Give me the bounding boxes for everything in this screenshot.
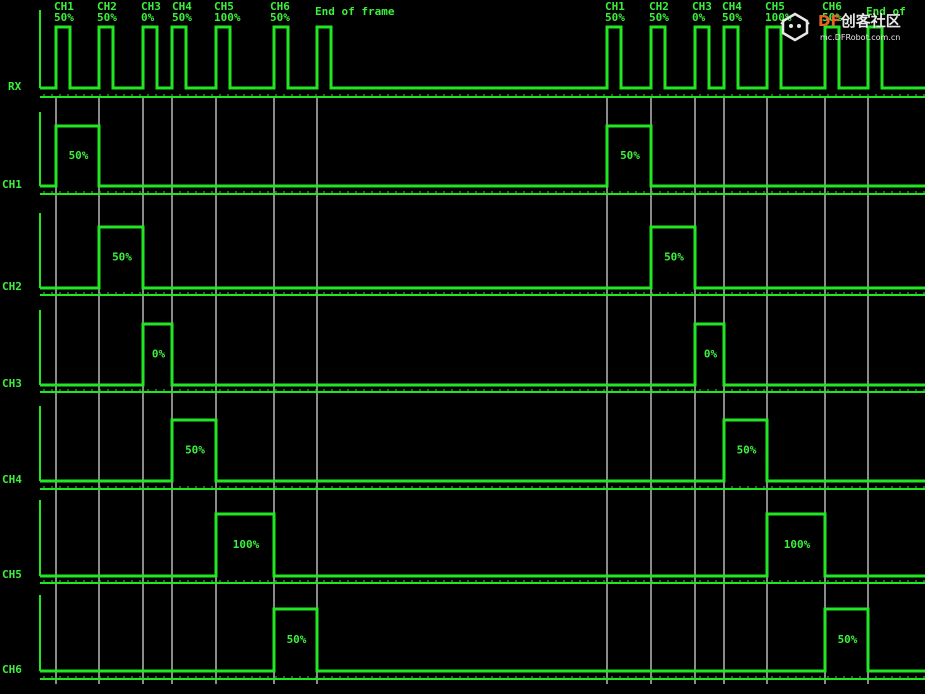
rx-header-percent: 50% xyxy=(605,11,625,24)
channel-label: CH4 xyxy=(2,473,22,486)
rx-header-channel: CH5 xyxy=(214,0,234,13)
rx-header-percent: 50% xyxy=(97,11,117,24)
rx-header-channel: CH1 xyxy=(605,0,625,13)
rx-waveform xyxy=(40,25,925,90)
pulse-percent-label: 50% xyxy=(737,444,757,457)
dfrobot-watermark: DF创客社区 mc.DFRobot.com.cn xyxy=(776,8,916,48)
rx-header-percent: 100% xyxy=(214,11,241,24)
rx-header-percent: 50% xyxy=(54,11,74,24)
rx-header-percent: 0% xyxy=(141,11,155,24)
rx-header-channel: CH1 xyxy=(54,0,74,13)
ch-ticks xyxy=(43,292,925,295)
ch-waveform xyxy=(40,124,925,188)
pulse-percent-label: 50% xyxy=(620,149,640,162)
rx-label: RX xyxy=(8,80,22,93)
channel-label: CH5 xyxy=(2,568,22,581)
ch-ticks xyxy=(43,389,925,392)
pulse-percent-label: 0% xyxy=(704,348,718,361)
ch-ticks xyxy=(43,486,925,489)
channel-label: CH1 xyxy=(2,178,22,191)
rx-header-channel: CH3 xyxy=(141,0,161,13)
pulse-percent-label: 50% xyxy=(287,633,307,646)
rx-header-channel: CH4 xyxy=(722,0,742,13)
rx-header-channel: CH6 xyxy=(822,0,842,13)
end-of-frame-label: End of frame xyxy=(315,5,395,18)
ch-ticks xyxy=(43,191,925,194)
pulse-percent-label: 50% xyxy=(69,149,89,162)
rx-header-channel: CH5 xyxy=(765,0,785,13)
ch-ticks xyxy=(43,580,925,583)
pulse-percent-label: 50% xyxy=(112,251,132,264)
ch-waveform xyxy=(40,225,925,290)
rx-header-percent: 50% xyxy=(649,11,669,24)
ch-waveform xyxy=(40,607,925,673)
rx-header-percent: 50% xyxy=(722,11,742,24)
channel-label: CH6 xyxy=(2,663,22,676)
end-of-frame-label: End of xyxy=(866,5,906,18)
watermark-df: DF xyxy=(818,12,841,30)
rx-header-channel: CH2 xyxy=(649,0,669,13)
channel-label: CH3 xyxy=(2,377,22,390)
watermark-title: DF创客社区 xyxy=(818,10,901,31)
channel-label: CH2 xyxy=(2,280,22,293)
pulse-percent-label: 100% xyxy=(784,538,811,551)
pulse-percent-label: 50% xyxy=(838,633,858,646)
rx-header-channel: CH3 xyxy=(692,0,712,13)
pulse-percent-label: 0% xyxy=(152,348,166,361)
pulse-percent-label: 50% xyxy=(664,251,684,264)
rx-header-channel: CH2 xyxy=(97,0,117,13)
watermark-cn-text: 创客社区 xyxy=(840,12,901,30)
rx-header-channel: CH4 xyxy=(172,0,192,13)
dfrobot-logo-icon xyxy=(780,12,810,42)
rx-header-percent: 50% xyxy=(270,11,290,24)
pulse-percent-label: 50% xyxy=(185,444,205,457)
ch-waveform xyxy=(40,418,925,483)
rx-header-percent: 50% xyxy=(172,11,192,24)
rx-header-percent: 0% xyxy=(692,11,706,24)
watermark-url: mc.DFRobot.com.cn xyxy=(820,33,901,42)
rx-header-percent: 50% xyxy=(822,11,842,24)
ch-waveform xyxy=(40,322,925,387)
pulse-percent-label: 100% xyxy=(233,538,260,551)
ch-ticks xyxy=(43,676,925,679)
rx-ticks xyxy=(43,94,925,97)
rx-header-channel: CH6 xyxy=(270,0,290,13)
ch-waveform xyxy=(40,512,925,578)
